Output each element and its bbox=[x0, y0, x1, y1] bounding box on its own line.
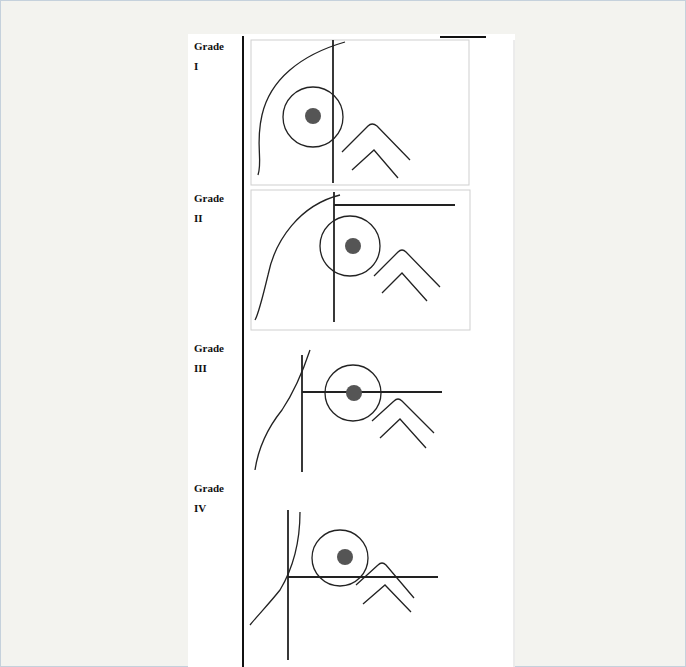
grade-1-drawing bbox=[251, 40, 469, 185]
figure-ground bbox=[188, 34, 515, 667]
grade-label: Grade IV bbox=[194, 478, 228, 518]
top-rule bbox=[440, 36, 486, 38]
grade-4-drawing bbox=[250, 510, 438, 660]
column-rule bbox=[242, 36, 244, 667]
grade-2-drawing bbox=[251, 190, 470, 330]
grade-label: Grade II bbox=[194, 188, 228, 228]
grade-label: Grade I bbox=[194, 36, 228, 76]
grade-3-drawing bbox=[255, 350, 442, 472]
right-rule bbox=[514, 40, 515, 667]
grade-label: Grade III bbox=[194, 338, 228, 378]
